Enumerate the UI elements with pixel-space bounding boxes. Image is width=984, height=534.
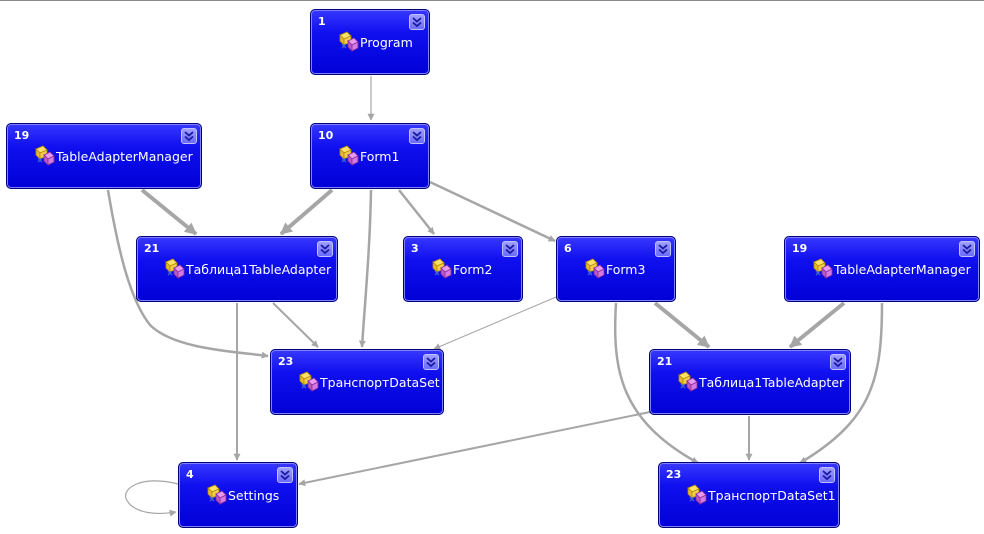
- edge-tam2-ds2: [799, 302, 884, 465]
- edge-form3-ds2: [613, 302, 699, 465]
- node-count: 1: [318, 15, 326, 28]
- double-chevron-down-icon[interactable]: [277, 467, 293, 483]
- node-count: 10: [318, 129, 334, 142]
- node-count: 3: [411, 242, 419, 255]
- class-icon: [430, 256, 454, 280]
- edge-form1-ta1: [279, 188, 334, 236]
- class-icon: [676, 369, 700, 393]
- class-icon: [163, 256, 187, 280]
- double-chevron-down-icon[interactable]: [409, 128, 425, 144]
- node-label: TableAdapterManager: [834, 262, 971, 277]
- node-count: 21: [657, 355, 673, 368]
- node-label: Таблица1TableAdapter: [186, 262, 332, 277]
- transport-dataset-node[interactable]: 23 ТранспортDataSet: [270, 349, 444, 415]
- edge-settings-self: [125, 480, 179, 517]
- node-label: TableAdapterManager: [56, 149, 193, 164]
- class-icon: [583, 256, 607, 280]
- class-icon: [337, 143, 361, 167]
- node-label: Program: [360, 35, 413, 50]
- edge-ta2-settings: [298, 411, 651, 487]
- double-chevron-down-icon[interactable]: [959, 241, 975, 257]
- top-border: [0, 0, 984, 1]
- node-count: 19: [792, 242, 808, 255]
- node-label: Form1: [360, 149, 400, 164]
- edge-form1-form2: [398, 189, 435, 235]
- node-count: 6: [564, 242, 572, 255]
- double-chevron-down-icon[interactable]: [181, 128, 197, 144]
- node-label: ТранспортDataSet: [320, 375, 440, 390]
- node-count: 23: [278, 355, 294, 368]
- form3-node[interactable]: 6 Form3: [556, 236, 676, 302]
- node-label: Form3: [606, 262, 646, 277]
- node-label: Form2: [453, 262, 493, 277]
- node-count: 21: [144, 242, 160, 255]
- transport-dataset1-node[interactable]: 23 ТранспортDataSet1: [658, 462, 840, 528]
- class-icon: [33, 143, 57, 167]
- node-count: 23: [666, 468, 682, 481]
- edge-tam1-ds1: [106, 189, 269, 359]
- edge-form1-form3: [429, 180, 556, 243]
- node-count: 19: [14, 129, 30, 142]
- class-icon: [337, 29, 361, 53]
- settings-node[interactable]: 4 Settings: [178, 462, 298, 528]
- edge-form3-ta2: [653, 301, 711, 349]
- node-label: Settings: [228, 488, 280, 503]
- double-chevron-down-icon[interactable]: [655, 241, 671, 257]
- form2-node[interactable]: 3 Form2: [403, 236, 523, 302]
- edge-tam1-ta1: [140, 188, 198, 236]
- form1-node[interactable]: 10 Form1: [310, 123, 430, 189]
- double-chevron-down-icon[interactable]: [409, 14, 425, 30]
- table1-table-adapter-node-2[interactable]: 21 Таблица1TableAdapter: [649, 349, 851, 415]
- class-icon: [685, 482, 709, 506]
- double-chevron-down-icon[interactable]: [317, 241, 333, 257]
- node-count: 4: [186, 468, 194, 481]
- node-label: ТранспортDataSet1: [708, 488, 836, 503]
- class-icon: [297, 369, 321, 393]
- edge-form3-ds1: [433, 296, 557, 350]
- edge-form1-ds1: [358, 189, 373, 348]
- program-node[interactable]: 1 Program: [310, 9, 430, 75]
- table-adapter-manager-node-1[interactable]: 19 TableAdapterManager: [6, 123, 202, 189]
- class-icon: [811, 256, 835, 280]
- table-adapter-manager-node-2[interactable]: 19 TableAdapterManager: [784, 236, 980, 302]
- double-chevron-down-icon[interactable]: [502, 241, 518, 257]
- class-icon: [205, 482, 229, 506]
- node-label: Таблица1TableAdapter: [699, 375, 845, 390]
- double-chevron-down-icon[interactable]: [830, 354, 846, 370]
- edge-ta1-ds1: [272, 302, 319, 348]
- table1-table-adapter-node-1[interactable]: 21 Таблица1TableAdapter: [136, 236, 338, 302]
- edge-tam2-ta2: [788, 301, 846, 349]
- double-chevron-down-icon[interactable]: [819, 467, 835, 483]
- double-chevron-down-icon[interactable]: [423, 354, 439, 370]
